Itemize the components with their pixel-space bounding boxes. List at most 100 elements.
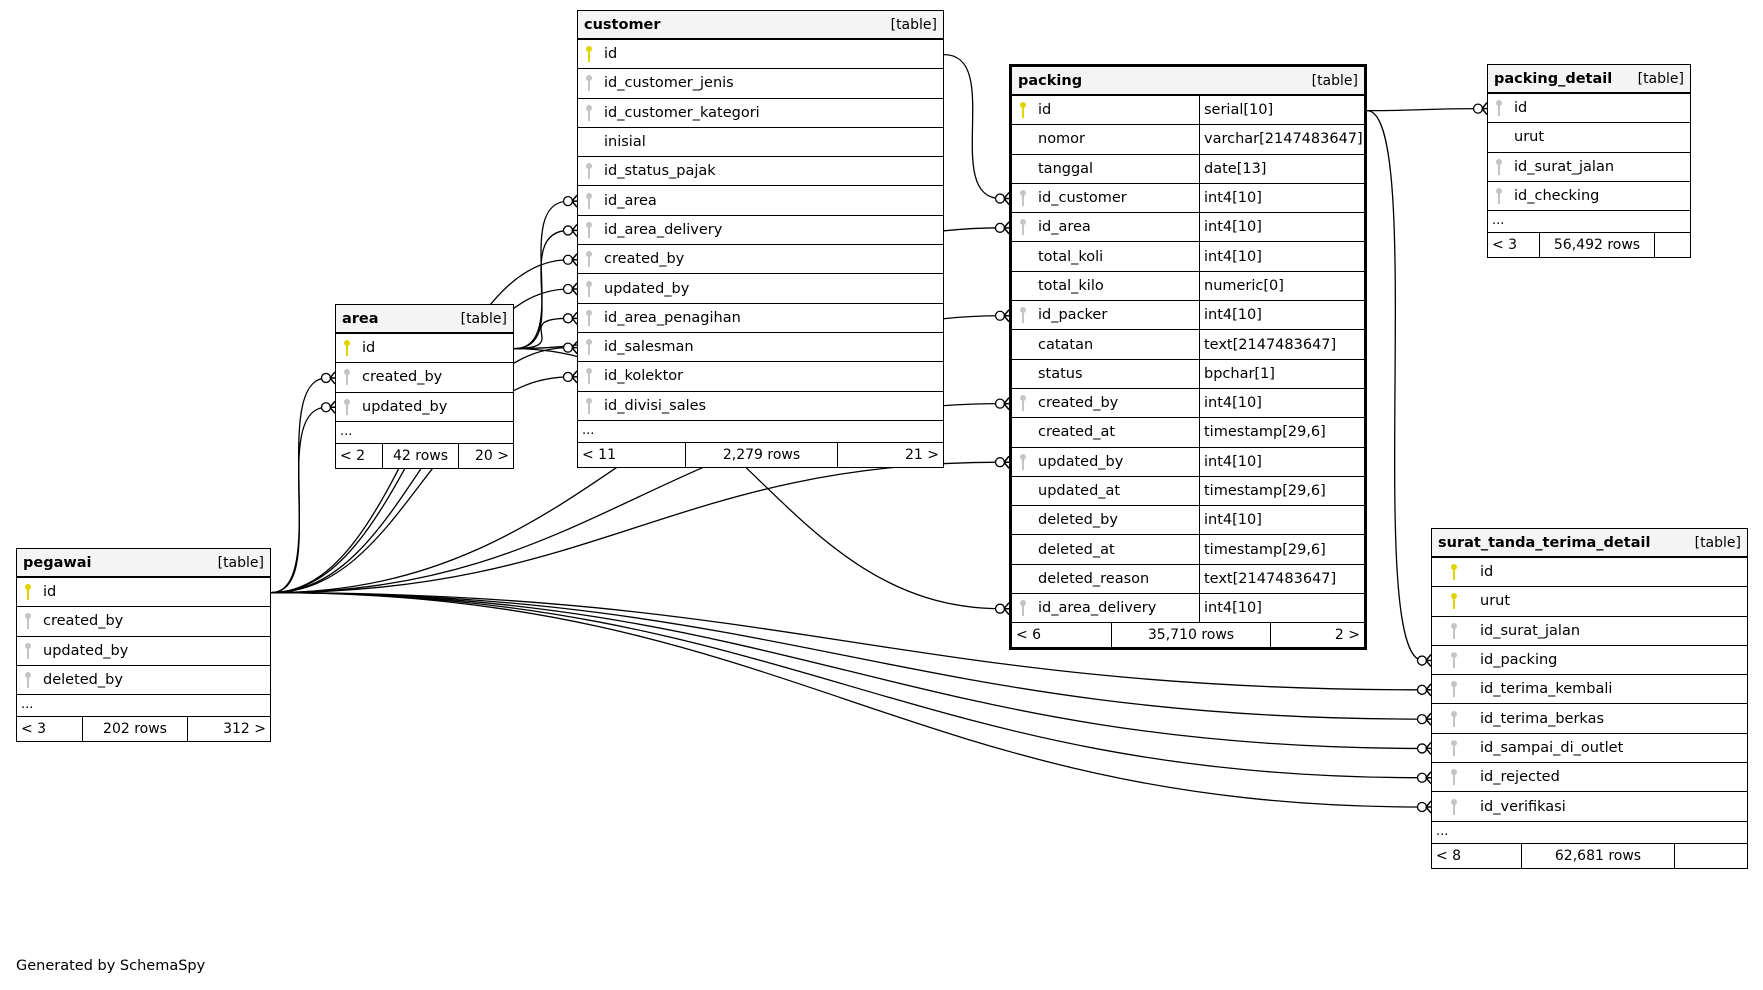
column-row-id-surat-jalan[interactable]: id_surat_jalan <box>1432 617 1747 646</box>
column-row-id-divisi-sales[interactable]: id_divisi_sales <box>578 392 943 421</box>
table-type: [table] <box>1311 72 1358 89</box>
more-columns: ... <box>1488 211 1690 234</box>
table-header[interactable]: surat_tanda_terima_detail [table] <box>1432 529 1747 558</box>
column-row-id-area[interactable]: id_area <box>578 186 943 216</box>
column-row-id-rejected[interactable]: id_rejected <box>1432 763 1747 793</box>
table-header[interactable]: packing [table] <box>1012 67 1364 96</box>
relationship-edge <box>270 461 1002 594</box>
generated-by-note: Generated by SchemaSpy <box>16 958 206 974</box>
column-name: urut <box>1514 129 1545 146</box>
table-type: [table] <box>217 554 264 571</box>
column-name: id_packing <box>1480 652 1558 669</box>
foreign-key-icon <box>1432 798 1476 816</box>
children-count <box>1655 233 1690 257</box>
column-row-urut[interactable]: urut <box>1488 123 1690 153</box>
foreign-key-icon <box>1012 453 1034 471</box>
column-row-id-kolektor[interactable]: id_kolektor <box>578 362 943 392</box>
column-name: id_area <box>604 192 657 209</box>
table-header[interactable]: customer [table] <box>578 11 943 40</box>
parents-count[interactable]: < 8 <box>1432 843 1522 868</box>
column-row-id-packing[interactable]: id_packing <box>1432 646 1747 676</box>
parents-count[interactable]: < 3 <box>1488 233 1540 258</box>
table-packing-detail[interactable]: packing_detail [table] id urut id_surat_ja… <box>1487 64 1691 259</box>
foreign-key-icon <box>1012 394 1034 412</box>
column-name: id <box>1514 100 1528 117</box>
children-count[interactable]: 21 > <box>905 446 939 463</box>
column-row-id-sampai-di-outlet[interactable]: id_sampai_di_outlet <box>1432 734 1747 764</box>
column-row-id-verifikasi[interactable]: id_verifikasi <box>1432 792 1747 822</box>
column-row-deleted-by[interactable]: deleted_by <box>17 666 270 696</box>
children-count <box>1675 844 1747 868</box>
column-name: id_packer <box>1038 307 1108 324</box>
column-row-id-surat-jalan[interactable]: id_surat_jalan <box>1488 153 1690 182</box>
column-row-id-checking[interactable]: id_checking <box>1488 182 1690 212</box>
column-type: numeric[0] <box>1199 271 1284 301</box>
optional-circle-marker <box>1416 684 1428 695</box>
column-row-created-by[interactable]: created_by <box>336 363 513 393</box>
column-row-id-terima-kembali[interactable]: id_terima_kembali <box>1432 675 1747 705</box>
table-header[interactable]: pegawai [table] <box>17 549 270 578</box>
children-count[interactable]: 312 > <box>223 721 266 738</box>
column-row-inisial[interactable]: inisial <box>578 128 943 158</box>
table-header[interactable]: area [table] <box>336 305 513 334</box>
table-footer: < 3 56,492 rows <box>1488 233 1690 258</box>
more-columns: ... <box>578 421 943 443</box>
column-row-id[interactable]: id <box>1432 558 1747 588</box>
relationship-edge <box>943 53 1002 200</box>
parents-count[interactable]: < 3 <box>17 717 83 742</box>
children-count[interactable]: 2 > <box>1334 627 1360 644</box>
table-name: surat_tanda_terima_detail <box>1438 534 1651 551</box>
parents-count[interactable]: < 2 <box>336 443 383 468</box>
column-row-id-status-pajak[interactable]: id_status_pajak <box>578 157 943 187</box>
column-row-id-salesman[interactable]: id_salesman <box>578 333 943 363</box>
column-row-id-area-penagihan[interactable]: id_area_penagihan <box>578 304 943 333</box>
column-name: deleted_at <box>1038 541 1115 558</box>
column-type: int4[10] <box>1199 594 1262 623</box>
column-row-created-by[interactable]: created_by <box>17 607 270 637</box>
column-row-id[interactable]: id <box>1488 94 1690 124</box>
column-row-updated-by[interactable]: updated_by <box>336 393 513 422</box>
table-header[interactable]: packing_detail [table] <box>1488 65 1690 94</box>
column-row-id-customer-kategori[interactable]: id_customer_kategori <box>578 99 943 128</box>
column-row-id-customer-jenis[interactable]: id_customer_jenis <box>578 69 943 99</box>
table-name: packing <box>1018 72 1083 89</box>
column-row-id-terima-berkas[interactable]: id_terima_berkas <box>1432 704 1747 734</box>
column-type: serial[10] <box>1199 96 1273 125</box>
column-row-updated-by[interactable]: updated_by <box>17 637 270 666</box>
optional-circle-marker <box>994 310 1006 321</box>
column-row-created-by[interactable]: created_by <box>578 245 943 275</box>
column-row-id[interactable]: id <box>336 334 513 364</box>
parents-count[interactable]: < 6 <box>1012 623 1112 648</box>
foreign-key-icon <box>1012 599 1034 617</box>
column-row-id[interactable]: id <box>17 578 270 608</box>
column-row-id-area-delivery[interactable]: id_area_delivery <box>578 216 943 246</box>
parents-count[interactable]: < 11 <box>578 442 686 467</box>
column-row-urut[interactable]: urut <box>1432 587 1747 617</box>
children-count[interactable]: 20 > <box>475 447 509 464</box>
column-row-id[interactable]: id <box>578 40 943 70</box>
column-row-updated-by[interactable]: updated_by <box>578 274 943 304</box>
